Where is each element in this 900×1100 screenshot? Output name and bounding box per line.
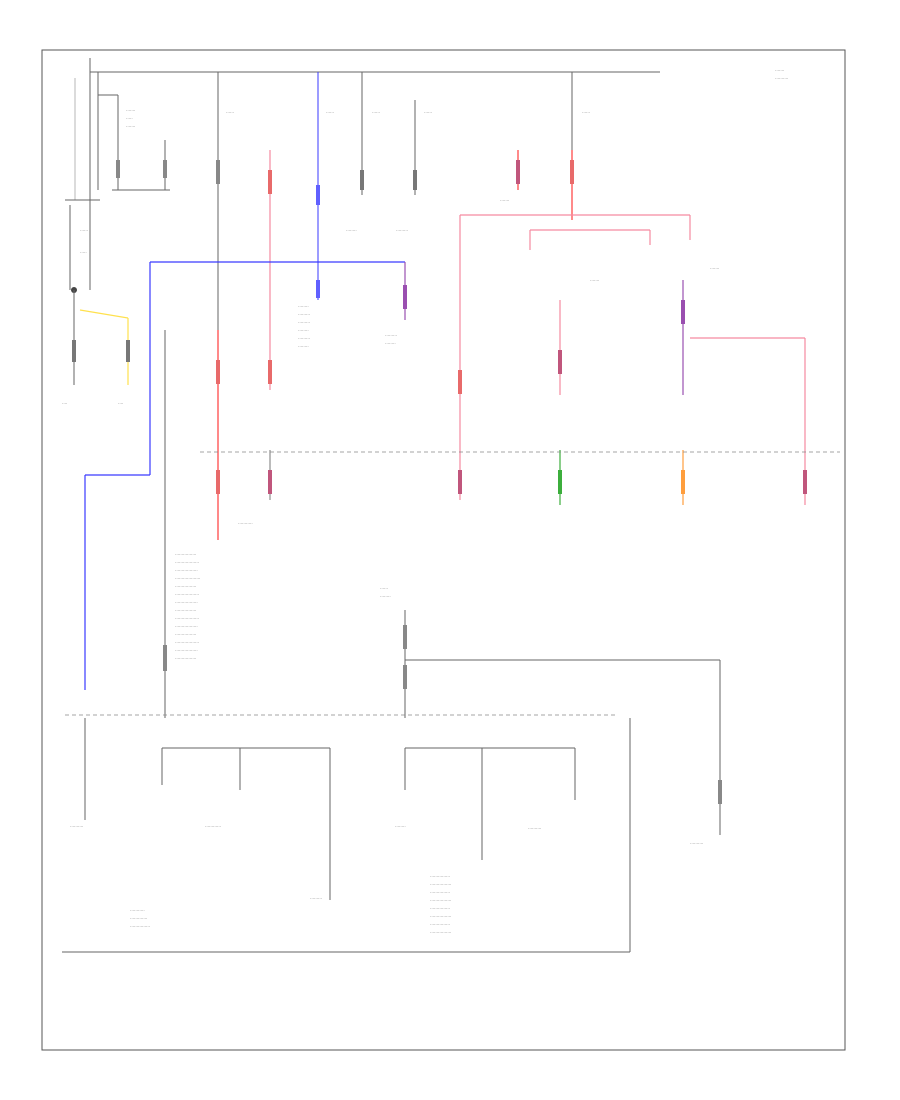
svg-text:··········: ·········· bbox=[775, 76, 788, 81]
svg-text:················: ················ bbox=[430, 898, 451, 903]
svg-text:·················: ················· bbox=[175, 648, 198, 653]
svg-text:········: ········ bbox=[346, 228, 357, 233]
diagram-frame bbox=[41, 49, 846, 1051]
svg-text:················: ················ bbox=[175, 584, 196, 589]
lower-connector-box: ·········· ············ ········· ······… bbox=[62, 718, 703, 953]
svg-text:····: ···· bbox=[118, 401, 123, 406]
svg-text:·········: ········· bbox=[298, 312, 310, 317]
svg-text:················: ················ bbox=[175, 552, 196, 557]
svg-text:··················: ·················· bbox=[175, 592, 199, 597]
feed-405-lower: ······ ········ bbox=[380, 586, 722, 835]
blue-loop: ········· ········ bbox=[84, 261, 407, 690]
svg-text:·················: ················· bbox=[175, 568, 198, 573]
right-feeds: ······ ······· ······· ······· ······· ·… bbox=[458, 68, 807, 505]
svg-text:······: ······ bbox=[80, 228, 88, 233]
svg-text:·······: ······· bbox=[126, 108, 135, 113]
svg-text:········: ········ bbox=[298, 328, 309, 333]
svg-text:·········: ········· bbox=[298, 336, 310, 341]
svg-text:··········: ·········· bbox=[70, 824, 83, 829]
svg-text:·········: ········· bbox=[396, 228, 408, 233]
svg-text:······: ······ bbox=[424, 110, 432, 115]
svg-text:··········: ·········· bbox=[528, 826, 541, 831]
feed-318: ······ ········ ········· ········· ····… bbox=[298, 72, 334, 349]
svg-text:·········: ········· bbox=[298, 320, 310, 325]
feed-165: ················ ·················· ····… bbox=[163, 330, 200, 718]
svg-text:····: ···· bbox=[62, 401, 67, 406]
svg-text:···············: ··············· bbox=[430, 906, 450, 911]
svg-text:··········: ·········· bbox=[690, 841, 703, 846]
feed-270: ··········· bbox=[238, 150, 272, 526]
svg-text:·················: ················· bbox=[175, 624, 198, 629]
battery-bus bbox=[74, 58, 660, 290]
svg-text:·······: ······· bbox=[126, 124, 135, 129]
svg-text:·············: ············· bbox=[130, 916, 147, 921]
svg-text:················: ················ bbox=[175, 656, 196, 661]
svg-text:············: ············ bbox=[205, 824, 221, 829]
svg-text:·········: ········· bbox=[385, 333, 397, 338]
svg-text:·········: ········· bbox=[310, 896, 322, 901]
svg-text:······: ······ bbox=[372, 110, 380, 115]
svg-text:···········: ··········· bbox=[238, 521, 253, 526]
svg-text:················: ················ bbox=[430, 914, 451, 919]
svg-text:················: ················ bbox=[430, 930, 451, 935]
feed-218: ······ bbox=[216, 72, 234, 540]
svg-text:···············: ··············· bbox=[430, 890, 450, 895]
fuse-block-left: ······· ····· ······· bbox=[98, 94, 170, 191]
svg-text:·····: ····· bbox=[126, 116, 133, 121]
svg-text:················: ················ bbox=[430, 882, 451, 887]
battery-ground: ···· ···· ······ ····· bbox=[62, 199, 130, 406]
svg-text:······: ······ bbox=[326, 110, 334, 115]
svg-text:················: ················ bbox=[175, 632, 196, 637]
svg-text:···················: ··················· bbox=[175, 576, 200, 581]
svg-text:··················: ·················· bbox=[175, 640, 199, 645]
svg-text:················: ················ bbox=[175, 608, 196, 613]
svg-text:········: ········ bbox=[385, 341, 396, 346]
svg-text:······: ······ bbox=[380, 586, 388, 591]
svg-text:········: ········ bbox=[298, 344, 309, 349]
svg-text:········: ········ bbox=[395, 824, 406, 829]
svg-text:········: ········ bbox=[380, 594, 391, 599]
svg-text:···············: ··············· bbox=[430, 874, 450, 879]
feed-362-415: ······ ······ ········ ········· bbox=[346, 72, 432, 233]
svg-text:··················: ·················· bbox=[175, 560, 199, 565]
svg-text:·······: ······· bbox=[775, 68, 784, 73]
svg-text:···········: ··········· bbox=[130, 908, 145, 913]
svg-text:·····: ····· bbox=[80, 250, 87, 255]
svg-text:········: ········ bbox=[298, 304, 309, 309]
svg-text:······: ······ bbox=[582, 110, 590, 115]
svg-text:·······: ······· bbox=[710, 266, 719, 271]
svg-text:·················: ················· bbox=[175, 600, 198, 605]
svg-text:··················: ·················· bbox=[175, 616, 199, 621]
svg-text:·······: ······· bbox=[590, 278, 599, 283]
svg-text:···············: ··············· bbox=[130, 924, 150, 929]
svg-text:·······: ······· bbox=[500, 198, 509, 203]
svg-text:······: ······ bbox=[226, 110, 234, 115]
svg-text:···············: ··············· bbox=[430, 922, 450, 927]
